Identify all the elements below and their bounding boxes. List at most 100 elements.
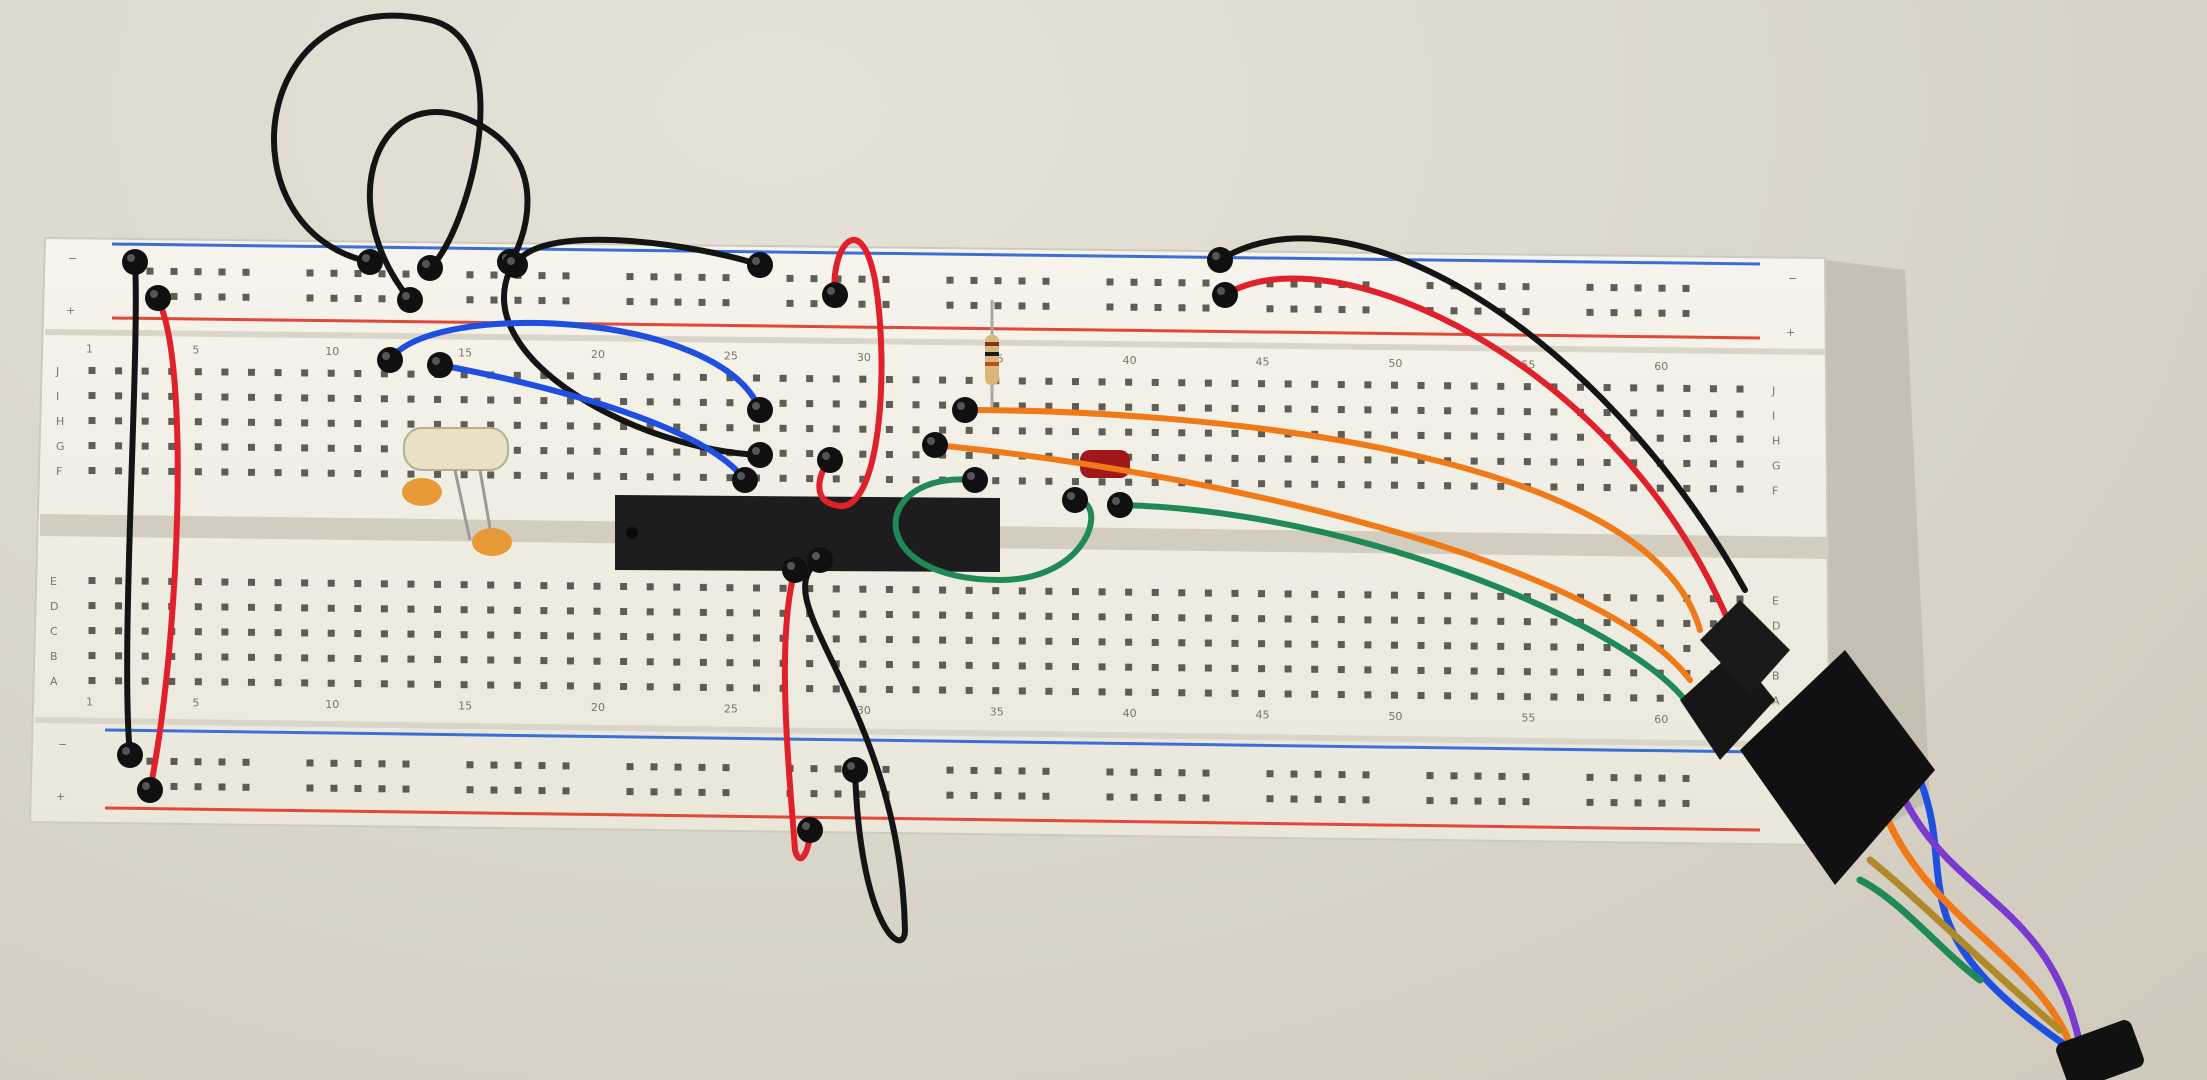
- hole: [1470, 592, 1478, 600]
- rail-hole: [514, 786, 522, 794]
- hole: [487, 656, 495, 664]
- hole: [407, 605, 415, 613]
- hole: [806, 400, 814, 408]
- hole: [354, 445, 362, 453]
- row-label-right: I: [1772, 409, 1775, 422]
- rail-hole: [1314, 280, 1322, 288]
- hole: [859, 635, 867, 643]
- hole: [301, 394, 309, 402]
- rail-hole: [194, 293, 202, 301]
- hole: [274, 419, 282, 427]
- hole: [726, 424, 734, 432]
- hole: [1071, 453, 1079, 461]
- wire-plug-highlight: [382, 352, 390, 360]
- hole: [1311, 405, 1319, 413]
- rail-hole: [1634, 284, 1642, 292]
- hole: [1071, 638, 1079, 646]
- hole: [1709, 620, 1717, 628]
- hole: [699, 473, 707, 481]
- wire-plug-highlight: [752, 402, 760, 410]
- hole: [753, 609, 761, 617]
- hole: [513, 446, 521, 454]
- hole: [1656, 484, 1664, 492]
- hole: [407, 630, 415, 638]
- hole: [1045, 377, 1053, 385]
- rail-hole: [970, 766, 978, 774]
- hole: [1656, 434, 1664, 442]
- column-number-bottom: 5: [192, 697, 199, 710]
- wire-plug-tip: [807, 547, 833, 573]
- hole: [726, 659, 734, 667]
- hole: [1736, 460, 1744, 468]
- wire-plug-tip: [952, 397, 978, 423]
- hole: [1045, 612, 1053, 620]
- wire-plug-tip: [922, 432, 948, 458]
- hole: [1125, 613, 1133, 621]
- capacitor-legs: [453, 469, 492, 541]
- rail-hole: [1018, 277, 1026, 285]
- wire-green-short: [892, 476, 1095, 584]
- hole: [115, 577, 123, 585]
- hole: [859, 585, 867, 593]
- hole: [1337, 691, 1345, 699]
- hole: [380, 630, 388, 638]
- hole: [859, 610, 867, 618]
- hole: [274, 579, 282, 587]
- hole: [1523, 618, 1531, 626]
- hole: [1550, 693, 1558, 701]
- hole: [1337, 641, 1345, 649]
- hole: [1204, 614, 1212, 622]
- bottom-minus-rail-line: [104, 728, 1761, 754]
- hole: [1736, 485, 1744, 493]
- column-number-bottom: 40: [1123, 707, 1137, 720]
- hole: [779, 609, 787, 617]
- rail-hole: [354, 295, 362, 303]
- hole: [1550, 668, 1558, 676]
- hole: [1444, 592, 1452, 600]
- rail-hole: [218, 758, 226, 766]
- hole: [141, 467, 149, 475]
- hole: [194, 678, 202, 686]
- hole: [301, 579, 309, 587]
- hole: [407, 370, 415, 378]
- hole: [673, 473, 681, 481]
- rail-hole: [1338, 306, 1346, 314]
- hole: [1125, 688, 1133, 696]
- hole: [1364, 691, 1372, 699]
- hole: [1390, 616, 1398, 624]
- hole: [354, 630, 362, 638]
- hole: [885, 660, 893, 668]
- hole: [513, 396, 521, 404]
- rail-hole: [1314, 795, 1322, 803]
- wire-plug-highlight: [737, 472, 745, 480]
- hole: [1656, 409, 1664, 417]
- hole: [912, 611, 920, 619]
- hole: [885, 635, 893, 643]
- rail-hole: [698, 298, 706, 306]
- rail-hole: [626, 763, 634, 771]
- wire-blue-2: [437, 362, 748, 483]
- hole: [1417, 431, 1425, 439]
- hole: [1603, 594, 1611, 602]
- hole: [327, 369, 335, 377]
- hole: [832, 585, 840, 593]
- wire-plug-highlight: [787, 562, 795, 570]
- hole: [434, 395, 442, 403]
- hole: [1098, 378, 1106, 386]
- column-number-bottom: 55: [1521, 712, 1535, 725]
- hole: [274, 629, 282, 637]
- hole: [1258, 380, 1266, 388]
- hole: [1630, 694, 1638, 702]
- hole: [939, 686, 947, 694]
- top-minus-rail-line: [111, 242, 1761, 266]
- hole: [1284, 615, 1292, 623]
- hole: [274, 654, 282, 662]
- rail-hole: [194, 758, 202, 766]
- column-number-top: 25: [724, 350, 738, 363]
- hole: [1390, 691, 1398, 699]
- hole: [1390, 481, 1398, 489]
- hole: [1683, 409, 1691, 417]
- hole: [513, 471, 521, 479]
- hole: [327, 394, 335, 402]
- hole: [168, 677, 176, 685]
